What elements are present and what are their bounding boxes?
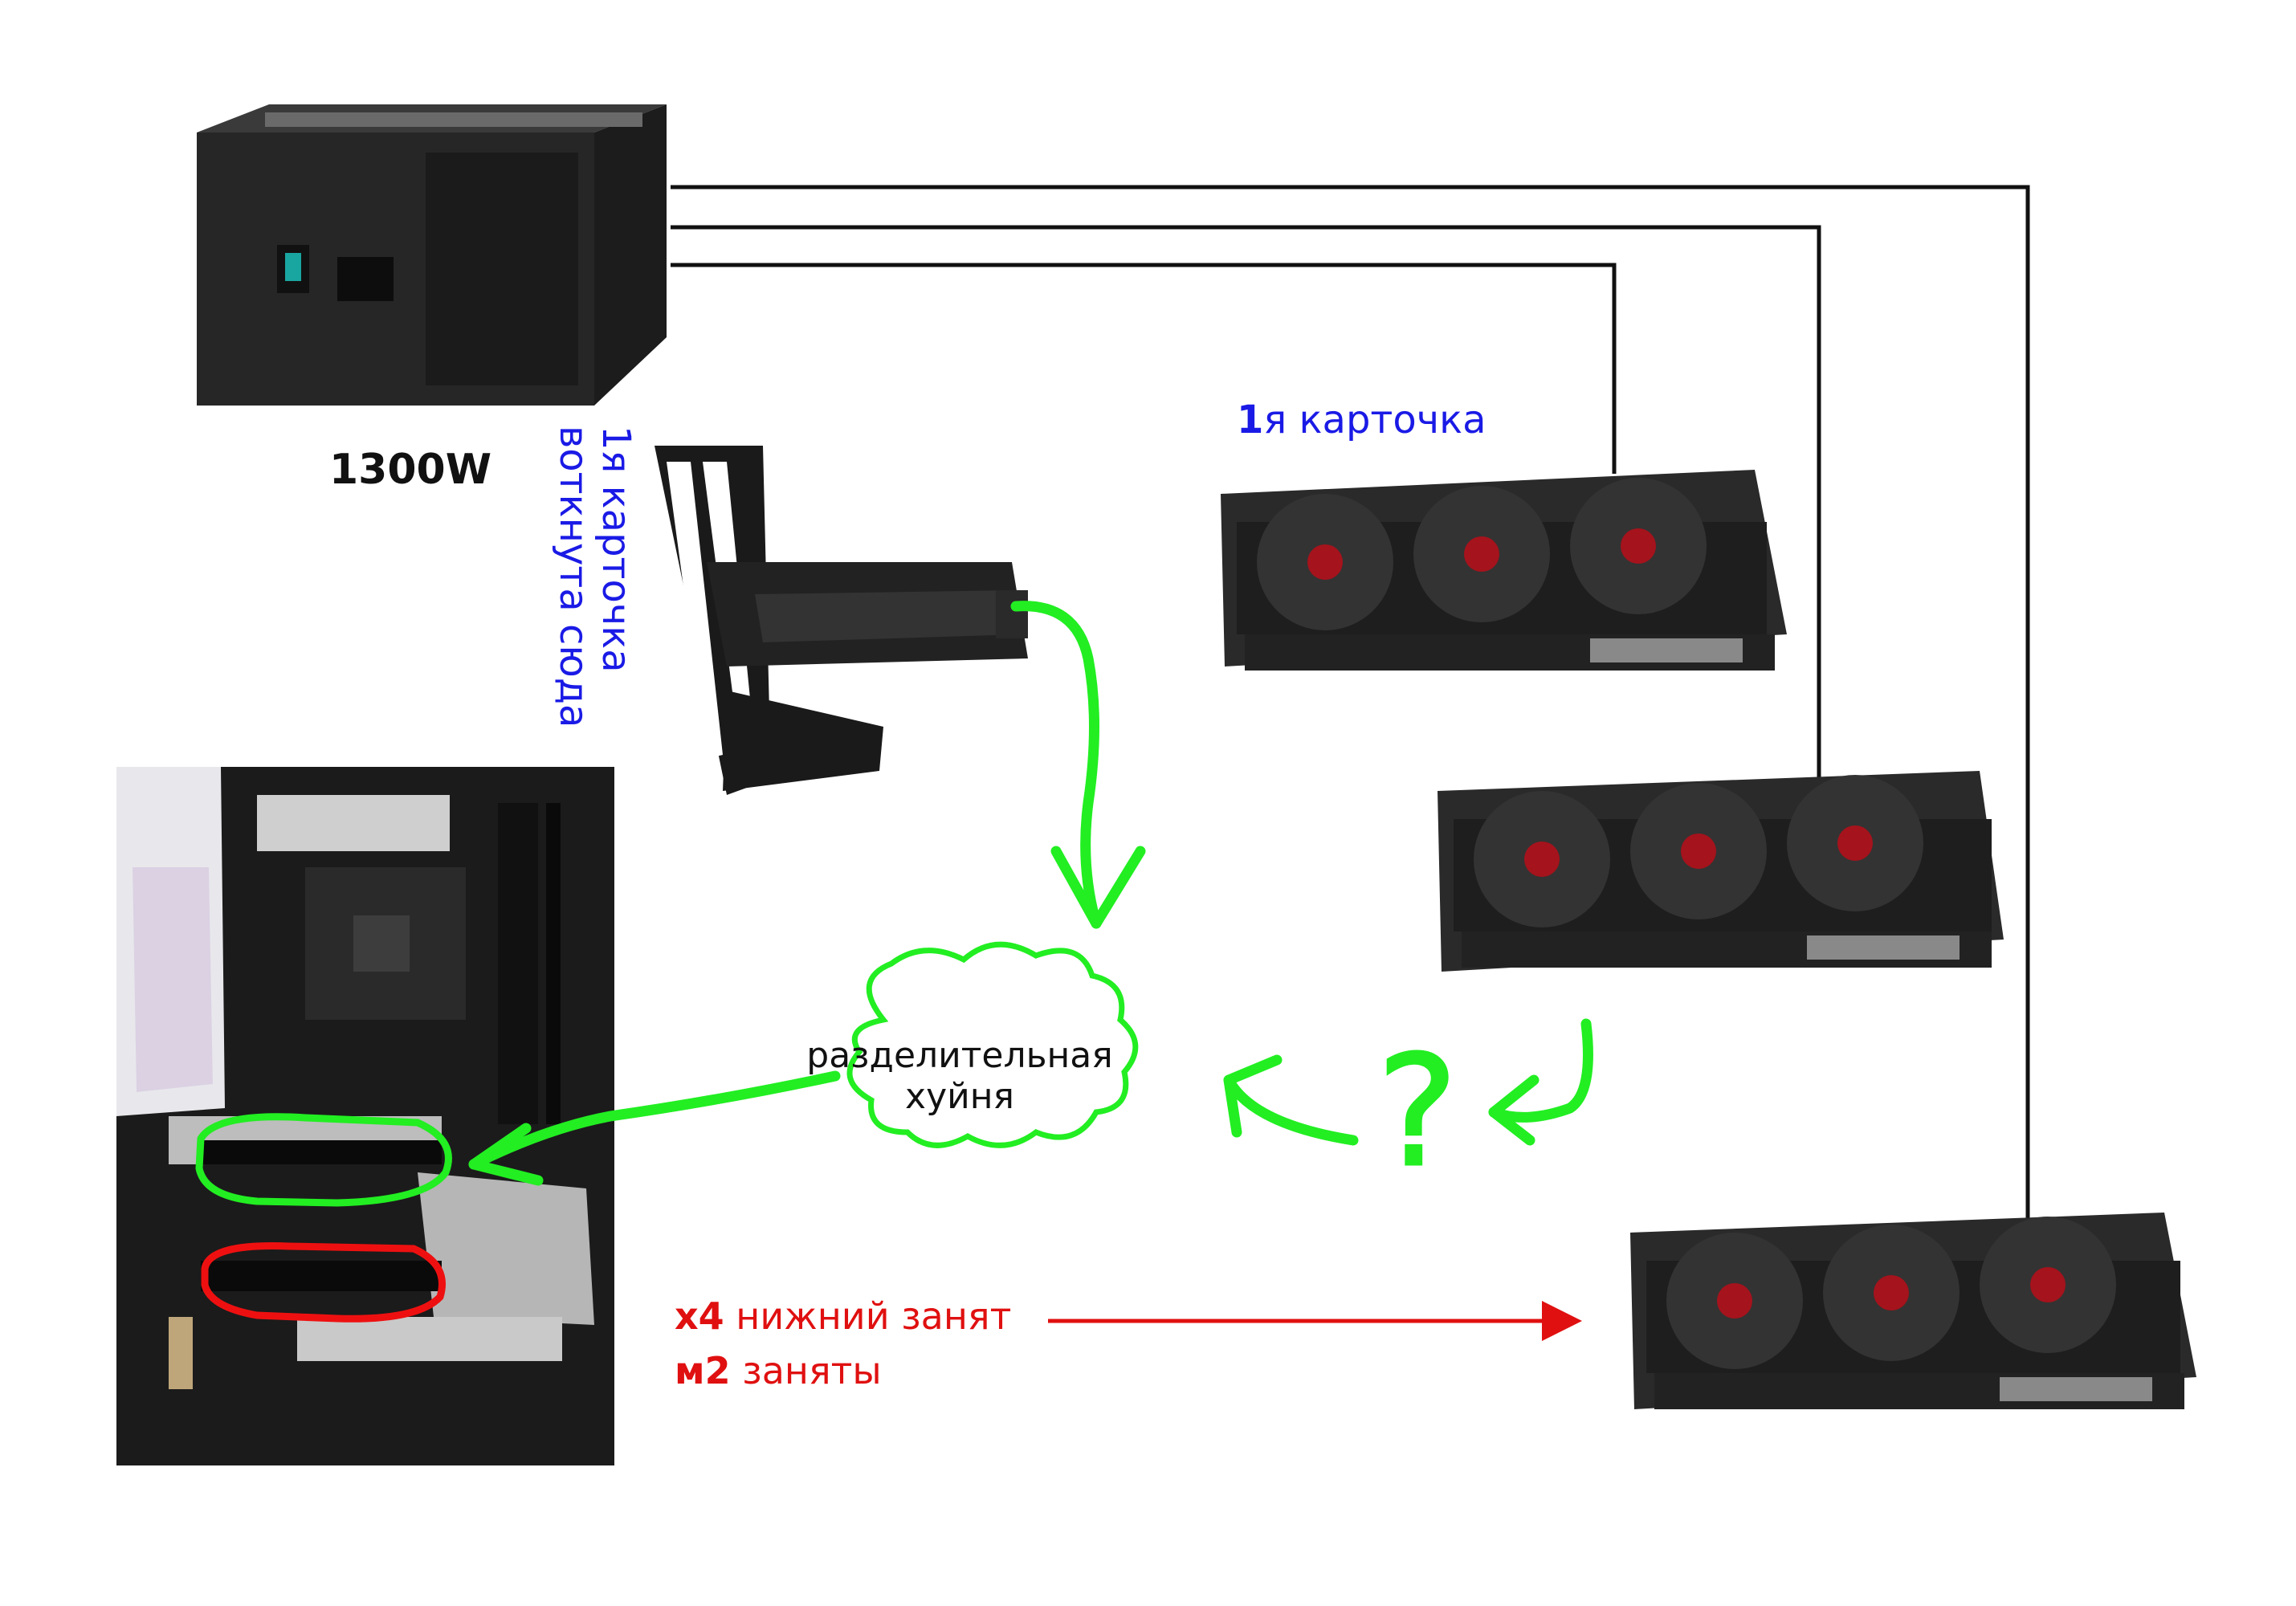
riser-note-line1: 1я карточка xyxy=(593,426,638,673)
graphics-card-icon xyxy=(1221,470,1787,671)
splitter-label-line2: хуйня xyxy=(905,1075,1014,1117)
x4-text: нижний занят xyxy=(724,1294,1012,1338)
graphics-card-icon xyxy=(1438,771,2004,972)
x4-note: x4 нижний занят xyxy=(675,1294,1011,1338)
card1-text: я карточка xyxy=(1263,397,1486,442)
power-supply-icon xyxy=(197,104,667,406)
splitter-label: разделительная хуйня xyxy=(719,1035,1201,1117)
arrow-gpu2-down xyxy=(1488,1018,1593,1123)
arrow-riser-to-splitter xyxy=(1010,601,1102,929)
arrow-gpu2-to-splitter xyxy=(1223,1074,1359,1146)
cloud-icon xyxy=(846,941,1139,1148)
motherboard-icon xyxy=(116,767,614,1465)
green-arrows xyxy=(468,601,1593,1186)
psu-cables xyxy=(671,185,2030,1225)
m2-note: м2 заняты xyxy=(675,1349,882,1392)
slot-highlight-red xyxy=(201,1242,447,1323)
cable-to-card3 xyxy=(671,185,2030,1225)
arrow-riser-to-splitter-head xyxy=(1050,846,1146,929)
arrow-splitter-to-slot-head xyxy=(468,1123,544,1186)
riser-note-line2: воткнута сюда xyxy=(551,426,596,728)
card1-label: 1я карточка xyxy=(1237,397,1486,442)
psu-wattage-label: 1300W xyxy=(329,446,492,494)
cable-to-card2 xyxy=(671,225,1821,783)
slot-highlight-green xyxy=(195,1113,452,1207)
splitter-label-line1: разделительная xyxy=(806,1035,1113,1076)
arrow-gpu2-down-head xyxy=(1488,1074,1540,1146)
m2-text: заняты xyxy=(730,1349,882,1392)
x4-prefix: x4 xyxy=(675,1294,724,1338)
m2-prefix: м2 xyxy=(675,1349,731,1392)
riser-note: 1я карточка воткнута сюда xyxy=(551,426,638,875)
arrow-gpu2-to-splitter-head xyxy=(1223,1054,1283,1138)
card1-prefix: 1 xyxy=(1237,397,1264,442)
arrow-splitter-to-slot xyxy=(468,1070,841,1170)
graphics-card-icon xyxy=(1630,1213,2196,1409)
riser-bracket-icon xyxy=(655,446,1028,795)
cable-to-card1 xyxy=(671,263,1617,474)
question-mark: ? xyxy=(1377,1023,1458,1200)
